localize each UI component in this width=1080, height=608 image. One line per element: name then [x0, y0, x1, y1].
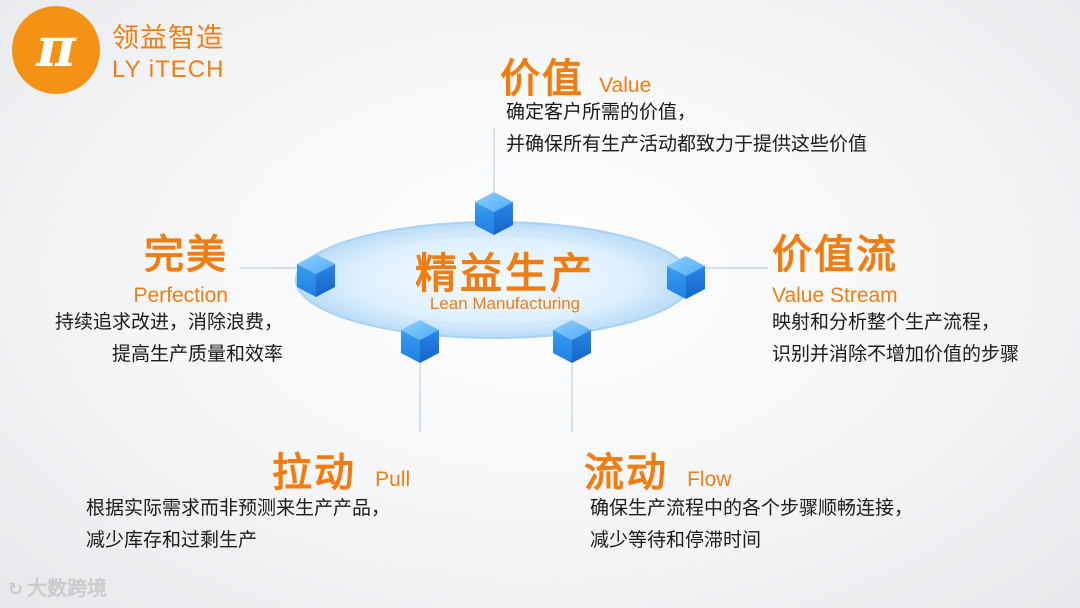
- flow-desc-line-2: 减少等待和停滞时间: [590, 529, 762, 551]
- pull-title-cn: 拉动: [272, 450, 356, 496]
- perfection-desc-line-1: 持续追求改进，消除浪费，: [54, 311, 283, 333]
- watermark-text: 大数跨境: [27, 576, 108, 600]
- flow-desc-line-1: 确保生产流程中的各个步骤顺畅连接，: [590, 497, 914, 519]
- pull-desc-line-2: 减少库存和过剩生产: [86, 529, 258, 551]
- watermark: ↻大数跨境: [8, 572, 107, 601]
- center-title-cn: 精益生产: [414, 249, 595, 298]
- section-perfection: 完美 Perfection: [0, 222, 228, 308]
- perfection-title-en: Perfection: [133, 284, 228, 307]
- section-value: 价值 Value: [500, 46, 651, 104]
- value-title-cn: 价值: [500, 56, 584, 102]
- cube-value-icon: [475, 192, 513, 235]
- value-stream-title-en: Value Stream: [772, 284, 898, 307]
- perfection-title-cn: 完美: [144, 232, 228, 278]
- value-title-en: Value: [599, 74, 652, 97]
- watermark-logo-icon: ↻: [8, 579, 24, 600]
- cube-flow-icon: [553, 320, 591, 363]
- flow-description: 确保生产流程中的各个步骤顺畅连接， 减少等待和停滞时间: [590, 492, 913, 556]
- perfection-description: 持续追求改进，消除浪费， 提高生产质量和效率: [0, 306, 283, 370]
- logo-name-cn: 领益智造: [112, 23, 224, 54]
- value-stream-description: 映射和分析整个生产流程， 识别并消除不增加价值的步骤: [772, 306, 1019, 370]
- section-value-stream: 价值流 Value Stream: [772, 222, 898, 308]
- pull-title-en: Pull: [375, 468, 411, 491]
- logo-name-en: LY iTECH: [112, 56, 225, 83]
- pull-description: 根据实际需求而非预测来生产产品， 减少库存和过剩生产: [86, 492, 390, 556]
- cube-pull-icon: [401, 320, 439, 363]
- section-flow: 流动 Flow: [584, 440, 731, 498]
- cube-value-stream-icon: [667, 256, 705, 299]
- section-pull: 拉动 Pull: [272, 440, 410, 498]
- value-desc-line-1: 确定客户所需的价值，: [506, 101, 697, 123]
- value-description: 确定客户所需的价值， 并确保所有生产活动都致力于提供这些价值: [506, 96, 867, 160]
- center-title-en: Lean Manufacturing: [429, 294, 581, 313]
- value-stream-desc-line-2: 识别并消除不增加价值的步骤: [772, 343, 1020, 365]
- logo-badge: π: [12, 6, 100, 94]
- pi-logo-icon: π: [36, 15, 76, 79]
- pull-desc-line-1: 根据实际需求而非预测来生产产品，: [86, 497, 391, 519]
- cube-perfection-icon: [297, 254, 335, 297]
- flow-title-cn: 流动: [584, 450, 668, 496]
- value-desc-line-2: 并确保所有生产活动都致力于提供这些价值: [506, 133, 868, 155]
- connector-lines: [240, 128, 768, 432]
- perfection-desc-line-2: 提高生产质量和效率: [111, 343, 283, 365]
- flow-title-en: Flow: [687, 468, 732, 491]
- value-stream-desc-line-1: 映射和分析整个生产流程，: [772, 311, 1001, 333]
- value-stream-title-cn: 价值流: [772, 232, 898, 278]
